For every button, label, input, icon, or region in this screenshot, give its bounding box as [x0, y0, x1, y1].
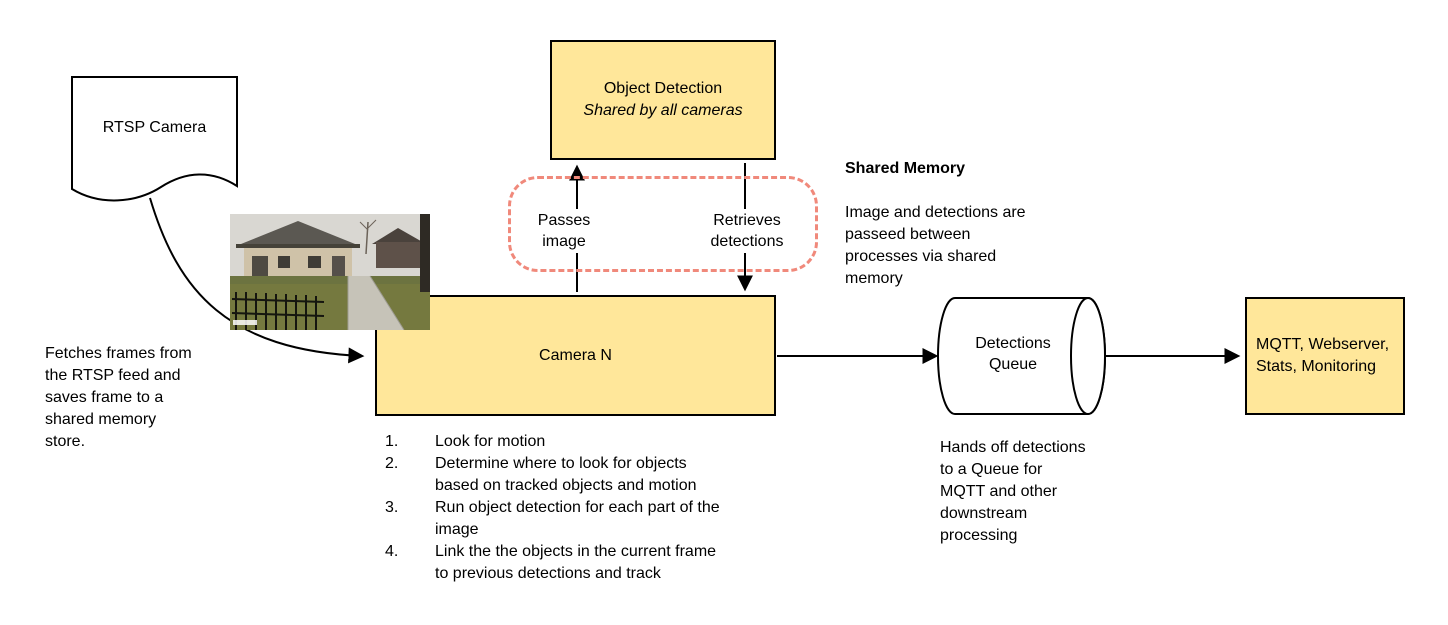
step-text: Look for motion	[435, 433, 546, 450]
arrow-rtsp-to-camera	[149, 197, 365, 364]
shared-memory-boundary	[508, 176, 818, 272]
camera-feed-thumbnail	[230, 214, 430, 330]
list-item: 1. Look for motion	[385, 431, 785, 453]
list-item: 4. Link the the objects in the current f…	[385, 541, 785, 585]
step-number: 3.	[385, 499, 399, 516]
detections-queue-label: Detections Queue	[975, 335, 1051, 373]
osd-overlay	[233, 320, 257, 325]
fetch-frames-note: Fetches frames from the RTSP feed and sa…	[45, 345, 192, 450]
rtsp-document-shape	[71, 76, 238, 202]
step-number: 2.	[385, 455, 399, 472]
retrieves-detections-label: Retrieves detections	[700, 209, 794, 253]
shared-memory-note-title: Shared Memory	[845, 160, 966, 177]
list-item: 3. Run object detection for each part of…	[385, 497, 785, 541]
object-detection-title: Object Detection	[603, 80, 723, 97]
handoff-note: Hands off detections to a Queue for MQTT…	[940, 439, 1086, 544]
node-object-detection: Object Detection Shared by all cameras	[550, 40, 776, 160]
outputs-label: MQTT, Webserver, Stats, Monitoring	[1256, 336, 1390, 375]
shared-memory-note: Shared Memory Image and detections are p…	[845, 136, 1060, 312]
step-text: Run object detection for each part of th…	[435, 499, 720, 538]
step-number: 1.	[385, 433, 399, 450]
step-text: Determine where to look for objects base…	[435, 455, 697, 494]
step-text: Link the the objects in the current fram…	[435, 543, 717, 582]
rtsp-camera-label: RTSP Camera	[102, 119, 207, 136]
camera-steps-list: 1. Look for motion 2. Determine where to…	[385, 431, 785, 585]
passes-image-label: Passes image	[524, 209, 604, 253]
detections-queue-cylinder	[937, 297, 1106, 415]
step-number: 4.	[385, 543, 399, 560]
list-item: 2. Determine where to look for objects b…	[385, 453, 785, 497]
camera-n-label: Camera N	[539, 346, 612, 364]
object-detection-subtitle: Shared by all cameras	[583, 102, 743, 119]
node-camera-n: Camera N	[375, 295, 776, 416]
node-outputs: MQTT, Webserver, Stats, Monitoring	[1245, 297, 1405, 415]
shared-memory-note-body: Image and detections are passeed between…	[845, 204, 1026, 287]
